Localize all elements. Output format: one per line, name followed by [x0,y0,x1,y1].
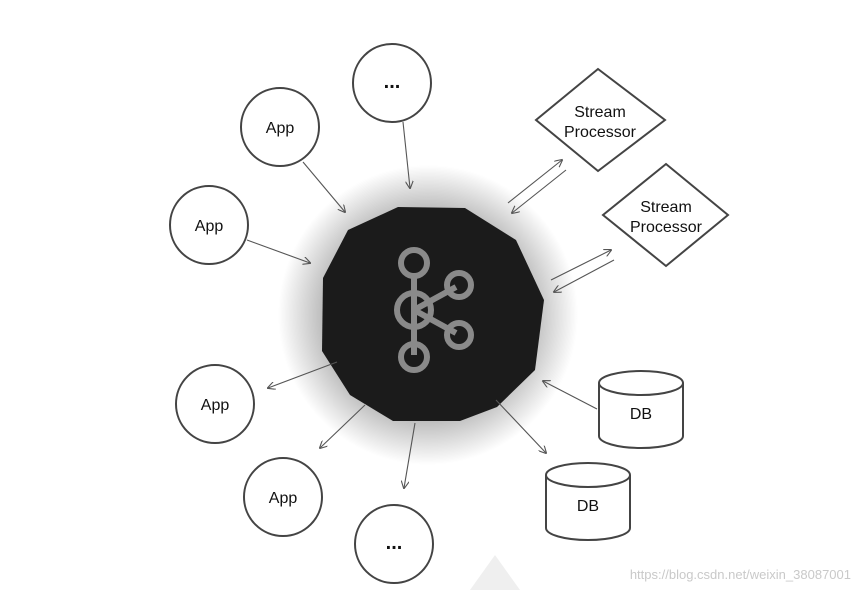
app-circle [169,185,249,265]
db-node-upper: DB [598,370,684,449]
stream-processor-diamond [534,67,667,173]
ellipsis-label: ... [384,71,401,93]
stream-label-line1: Stream [640,199,692,216]
ellipsis-circle [352,43,432,123]
logo-node-upper-right [444,270,474,300]
app-label: App [201,397,230,414]
stream-processor-1: Stream Processor [534,67,667,173]
arrow-app-top-to-hub [302,161,345,212]
db-cylinder-top [598,370,684,396]
stream-label-line2: Processor [630,219,703,236]
logo-node-lower-right [444,320,474,350]
stream-processor-diamond [601,162,730,268]
app-circle [175,364,255,444]
app-circle [240,87,320,167]
app-label: App [269,490,298,507]
arrow-hub-to-app-bottom-left [268,361,338,388]
db-label: DB [577,498,599,515]
app-circle [243,457,323,537]
db-cylinder-body [598,383,684,449]
arrow-hub-to-db [495,399,546,453]
arrow-hub-to-app-bottom [320,404,366,448]
arrow-app-mid-to-hub [246,239,310,263]
watermark-text: https://blog.csdn.net/weixin_38087001 [629,567,851,582]
logo-node-center [394,290,434,330]
db-cylinder-top [545,462,631,488]
ellipsis-label: ... [386,532,403,554]
app-label: App [195,218,224,235]
stream-label-line1: Stream [574,104,626,121]
ellipsis-circle [354,504,434,584]
arrow-stream-1-to-hub [512,169,567,213]
db-node-lower: DB [545,462,631,541]
app-node-left-mid: App [169,185,249,265]
db-label: DB [630,406,652,423]
arrow-stream-2-to-hub [554,259,615,292]
app-node-left-top: App [240,87,320,167]
arrow-ellipsis-top-to-hub [402,121,410,188]
arrow-db-to-hub [543,381,598,410]
db-cylinder-body [545,475,631,541]
stream-label-line2: Processor [564,124,637,141]
app-node-bottom: App [243,457,323,537]
background-wedge [470,555,520,590]
arrow-hub-to-ellipsis-bottom [404,422,416,488]
logo-node-top [398,247,430,279]
ellipsis-node-bottom: ... [354,504,434,584]
app-label: App [266,120,295,137]
kafka-logo-icon [394,247,474,373]
arrow-hub-to-stream-1 [507,160,562,204]
arrow-hub-to-stream-2 [550,250,611,281]
app-node-bottom-left: App [175,364,255,444]
logo-node-bottom [398,341,430,373]
ellipsis-node-top: ... [352,43,432,123]
stream-processor-2: Stream Processor [601,162,730,268]
